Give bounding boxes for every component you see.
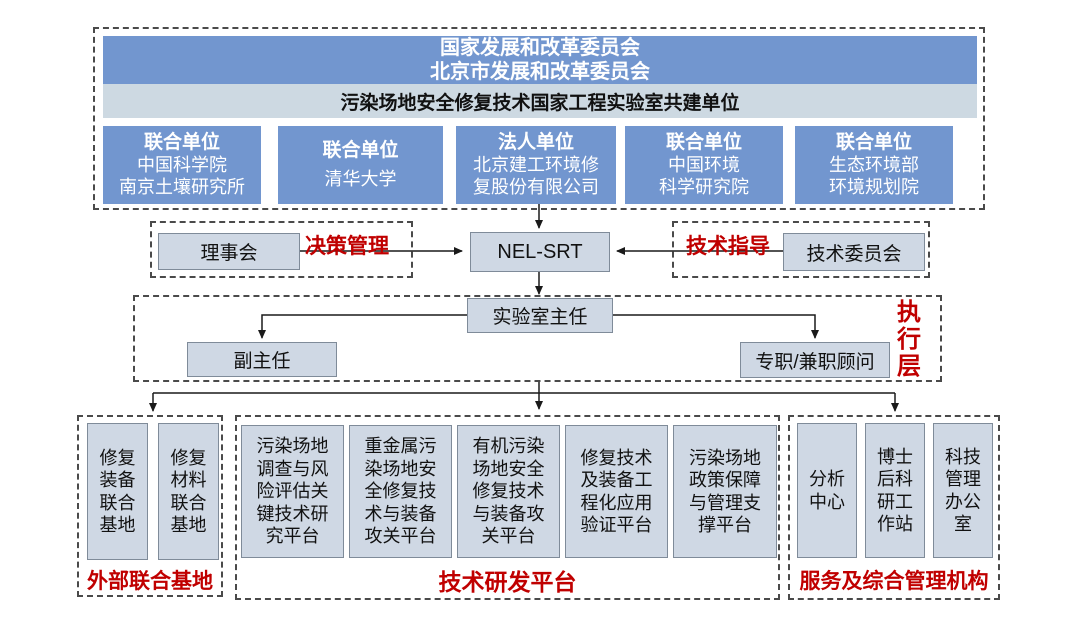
unit-cas-nanjing-soil: 联合单位 中国科学院 南京土壤研究所 xyxy=(103,126,261,204)
repair-equipment-base-box: 修复装备联合基地 xyxy=(87,423,148,560)
unit-role: 联合单位 xyxy=(835,132,912,154)
platform-site-survey-risk-box: 污染场地调查与风险评估关键技术研究平台 xyxy=(241,425,344,558)
platform-policy-support-box: 污染场地政策保障与管理支撑平台 xyxy=(673,425,777,558)
external-bases-label: 外部联合基地 xyxy=(87,570,213,593)
unit-name: 中国环境 科学研究院 xyxy=(659,154,749,197)
execution-layer-container xyxy=(133,295,942,382)
unit-role: 联合单位 xyxy=(322,140,399,162)
service-management-container xyxy=(788,415,1000,600)
service-management-label: 服务及综合管理机构 xyxy=(799,570,989,593)
platform-heavy-metal-box: 重金属污染场地安全修复技术与装备攻关平台 xyxy=(349,425,452,558)
technical-committee-box: 技术委员会 xyxy=(783,233,925,271)
technical-guidance-container xyxy=(672,221,930,278)
decision-management-label: 决策管理 xyxy=(305,235,389,258)
repair-materials-base-box: 修复材料联合基地 xyxy=(158,423,219,560)
unit-role: 法人单位 xyxy=(497,132,574,154)
advisors-box: 专职/兼职顾问 xyxy=(740,342,890,378)
lab-cobuilder-banner: 污染场地安全修复技术国家工程实验室共建单位 xyxy=(103,84,977,118)
lab-director-box: 实验室主任 xyxy=(467,298,613,333)
execution-layer-label: 执行层 xyxy=(897,299,921,381)
nel-srt-box: NEL-SRT xyxy=(470,232,610,272)
unit-name: 生态环境部 环境规划院 xyxy=(829,154,919,197)
unit-name: 清华大学 xyxy=(324,168,397,189)
council-box: 理事会 xyxy=(158,233,300,270)
platform-engineering-validation-box: 修复技术及装备工程化应用验证平台 xyxy=(565,425,668,558)
deputy-director-box: 副主任 xyxy=(187,342,337,377)
unit-tsinghua: 联合单位 清华大学 xyxy=(278,126,443,204)
unit-role: 联合单位 xyxy=(665,132,742,154)
unit-name: 北京建工环境修 复股份有限公司 xyxy=(473,154,599,197)
external-bases-container xyxy=(77,415,223,597)
decision-management-container xyxy=(150,221,413,278)
unit-bceer-legal-entity: 法人单位 北京建工环境修 复股份有限公司 xyxy=(456,126,616,204)
unit-role: 联合单位 xyxy=(143,132,220,154)
unit-name: 中国科学院 南京土壤研究所 xyxy=(119,154,245,197)
unit-mee-planning-institute: 联合单位 生态环境部 环境规划院 xyxy=(795,126,953,204)
unit-craes: 联合单位 中国环境 科学研究院 xyxy=(625,126,783,204)
rd-platforms-label: 技术研发平台 xyxy=(438,569,577,595)
platform-organic-pollution-box: 有机污染场地安全修复技术与装备攻关平台 xyxy=(457,425,560,558)
sci-tech-office-box: 科技管理办公室 xyxy=(933,423,993,558)
ndrc-header: 国家发展和改革委员会 北京市发展和改革委员会 xyxy=(103,36,977,84)
postdoc-workstation-box: 博士后科研工作站 xyxy=(865,423,925,558)
rd-platforms-container xyxy=(235,415,780,600)
co-builders-container xyxy=(93,27,985,210)
technical-guidance-label: 技术指导 xyxy=(686,235,770,258)
analysis-center-box: 分析中心 xyxy=(797,423,857,558)
